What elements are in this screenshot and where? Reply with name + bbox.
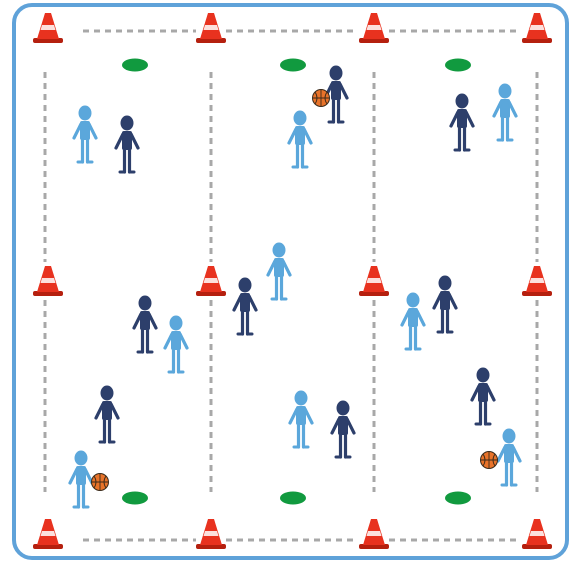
- defender-player-icon: [234, 278, 256, 335]
- traffic-cone-icon: [522, 266, 552, 296]
- defender-player-icon: [96, 386, 118, 443]
- marker-discs: [122, 59, 471, 505]
- defender-player-icon: [434, 276, 456, 333]
- traffic-cone-icon: [33, 266, 63, 296]
- flat-marker-disc-icon: [445, 492, 471, 505]
- defender-player-icon: [134, 296, 156, 353]
- traffic-cone-icon: [196, 266, 226, 296]
- basketball-icon: [313, 90, 330, 107]
- traffic-cone-icon: [196, 13, 226, 43]
- flat-marker-disc-icon: [445, 59, 471, 72]
- basketball-icon: [92, 474, 109, 491]
- attacker-player-icon: [70, 451, 92, 508]
- traffic-cone-icon: [359, 266, 389, 296]
- defender-player-icon: [451, 94, 473, 151]
- defender-player-icon: [332, 401, 354, 458]
- cones: [33, 13, 552, 549]
- attacker-player-icon: [494, 84, 516, 141]
- flat-marker-disc-icon: [122, 59, 148, 72]
- flat-marker-disc-icon: [280, 59, 306, 72]
- attacker-player-icon: [74, 106, 96, 163]
- traffic-cone-icon: [359, 519, 389, 549]
- attacker-player-icon: [402, 293, 424, 350]
- attacker-player-icon: [290, 391, 312, 448]
- traffic-cone-icon: [522, 13, 552, 43]
- attacker-player-icon: [165, 316, 187, 373]
- attacker-player-icon: [268, 243, 290, 300]
- basketball-icon: [481, 452, 498, 469]
- traffic-cone-icon: [522, 519, 552, 549]
- attacker-player-icon: [289, 111, 311, 168]
- players: [70, 66, 520, 508]
- traffic-cone-icon: [33, 13, 63, 43]
- traffic-cone-icon: [196, 519, 226, 549]
- attacker-player-icon: [498, 429, 520, 486]
- flat-marker-disc-icon: [280, 492, 306, 505]
- defender-player-icon: [472, 368, 494, 425]
- flat-marker-disc-icon: [122, 492, 148, 505]
- balls: [92, 90, 498, 491]
- traffic-cone-icon: [359, 13, 389, 43]
- traffic-cone-icon: [33, 519, 63, 549]
- defender-player-icon: [116, 116, 138, 173]
